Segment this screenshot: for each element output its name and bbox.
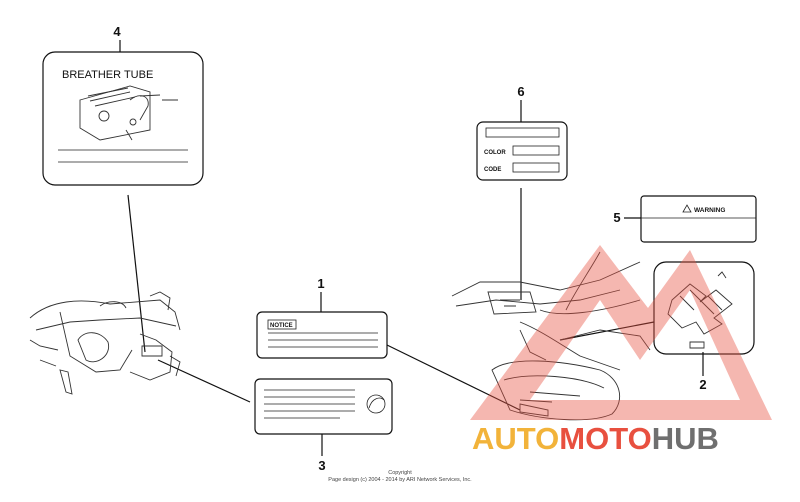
callout-1: 1 <box>317 276 324 291</box>
leader-1 <box>386 344 521 411</box>
watermark-hub: HUB <box>652 421 719 456</box>
decal-breather-tube[interactable]: BREATHER TUBE <box>42 51 204 186</box>
copyright-line-2: Page design (c) 2004 - 2014 by ARI Netwo… <box>328 477 472 483</box>
callout-5: 5 <box>613 210 620 225</box>
frame-sketch-left <box>29 291 181 395</box>
callout-4: 4 <box>113 24 121 39</box>
watermark-moto: MOTO <box>559 421 651 456</box>
decal-notice[interactable]: NOTICE <box>256 311 388 359</box>
notice-label: NOTICE <box>270 323 293 329</box>
watermark-text: AUTOMOTOHUB <box>472 421 719 456</box>
callout-3: 3 <box>318 458 325 473</box>
watermark-mountain-icon <box>470 245 772 420</box>
decal-set[interactable] <box>653 261 755 355</box>
leader-4 <box>127 194 146 353</box>
callout-2: 2 <box>699 377 706 392</box>
breather-tube-label: BREATHER TUBE <box>62 69 153 81</box>
decal-warning[interactable]: WARNING <box>640 195 757 243</box>
code-label: CODE <box>484 167 501 173</box>
wing-emblem-icon <box>366 394 386 414</box>
color-label: COLOR <box>484 150 506 156</box>
breather-tube-illustration <box>79 85 178 141</box>
watermark-auto: AUTO <box>472 421 559 456</box>
leader-3-frame <box>157 359 251 403</box>
warning-label: WARNING <box>694 207 725 214</box>
watermark-logo <box>470 245 772 420</box>
callout-6: 6 <box>517 84 524 99</box>
body-sketch-right <box>451 251 651 421</box>
decal-color-code[interactable]: COLOR CODE <box>476 121 568 181</box>
decal-info[interactable] <box>254 378 393 435</box>
warning-triangle-icon <box>682 204 692 213</box>
copyright-line-1: Copyright <box>388 470 412 476</box>
